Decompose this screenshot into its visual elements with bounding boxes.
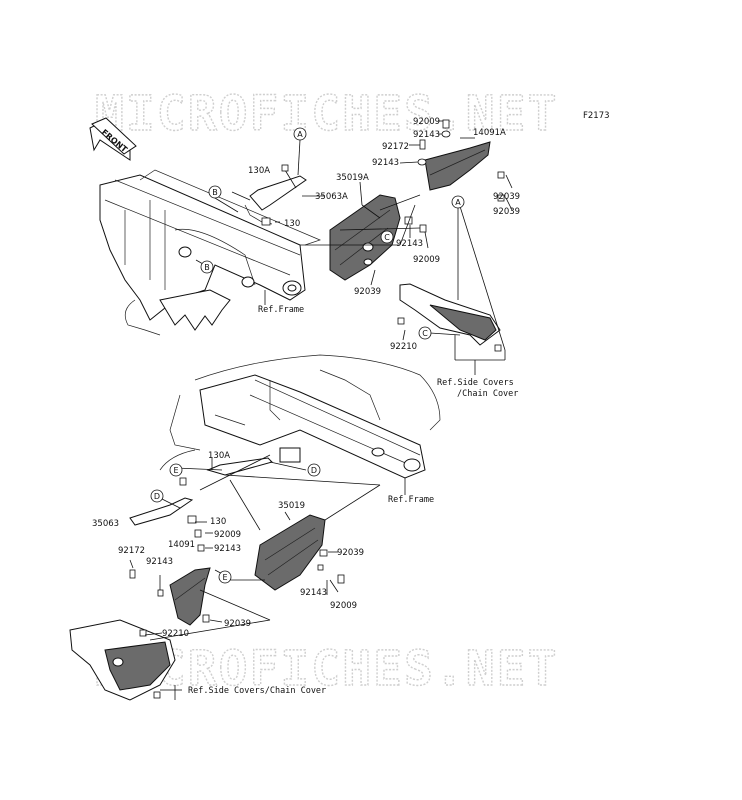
upper-assembly: A B B C A C 130A 35063A 130 35019A 92009… — [99, 117, 520, 399]
part-92143-lower-a: 92143 — [214, 544, 241, 554]
svg-text:D: D — [154, 492, 160, 501]
ref-frame-upper: Ref.Frame — [258, 305, 304, 315]
part-92039-upper-c: 92039 — [354, 287, 381, 297]
callout-e-lower-1: E — [169, 463, 183, 477]
part-92143-lower-b: 92143 — [146, 557, 173, 567]
part-92009-lower-b: 92009 — [330, 601, 357, 611]
callout-c-upper-2: C — [418, 326, 432, 340]
part-14091: 14091 — [168, 540, 195, 550]
ref-frame-lower: Ref.Frame — [388, 495, 434, 505]
callout-a-upper-1: A — [293, 127, 307, 141]
part-92039-lower-b: 92039 — [224, 619, 251, 629]
upper-frame-drawing — [99, 169, 321, 336]
lower-frame-drawing — [159, 354, 441, 479]
part-92143-upper-c: 92143 — [396, 239, 423, 249]
part-130-lower: 130 — [210, 517, 226, 527]
watermark-top: MICROFICHES.NET — [95, 86, 558, 142]
callout-b-upper-2: B — [200, 260, 214, 274]
bracket-35063a-drawing — [244, 164, 307, 226]
svg-text:E: E — [173, 466, 178, 475]
part-14091a: 14091A — [473, 128, 506, 138]
callout-e-lower-2: E — [218, 570, 232, 584]
part-35019a: 35019A — [336, 173, 369, 183]
callout-d-lower-1: D — [150, 489, 164, 503]
svg-text:C: C — [384, 233, 390, 242]
side-cover-lower-drawing — [69, 619, 176, 701]
svg-text:D: D — [311, 466, 317, 475]
figure-code: F2173 — [583, 111, 610, 121]
part-35019: 35019 — [278, 501, 305, 511]
lower-leader-lines — [129, 454, 406, 700]
part-92009-lower-a: 92009 — [214, 530, 241, 540]
cover-35019-drawing — [254, 514, 345, 591]
part-92172-lower: 92172 — [118, 546, 145, 556]
svg-text:C: C — [422, 329, 428, 338]
svg-text:A: A — [455, 198, 461, 207]
svg-text:B: B — [204, 263, 210, 272]
ref-side-covers-upper: Ref.Side Covers — [437, 378, 514, 388]
part-92039-upper-a: 92039 — [493, 192, 520, 202]
upper-leader-lines — [195, 120, 513, 375]
part-92143-lower-c: 92143 — [300, 588, 327, 598]
part-92143-upper-a: 92143 — [413, 130, 440, 140]
cover-35019a-drawing — [329, 194, 427, 281]
svg-text:A: A — [297, 130, 303, 139]
lower-assembly: E D D E 130A 35019 35063 130 92009 14091… — [69, 354, 441, 701]
part-92210-lower: 92210 — [162, 629, 189, 639]
part-35063: 35063 — [92, 519, 119, 529]
side-cover-upper-drawing — [397, 283, 502, 352]
part-130a-upper: 130A — [248, 166, 270, 176]
part-92172-upper: 92172 — [382, 142, 409, 152]
svg-text:E: E — [222, 573, 227, 582]
callout-b-upper-1: B — [208, 185, 222, 199]
svg-text:B: B — [212, 188, 218, 197]
ref-chain-cover-upper: /Chain Cover — [457, 389, 518, 399]
part-130-upper: 130 — [284, 219, 300, 229]
part-92009-upper-b: 92009 — [413, 255, 440, 265]
guard-14091-drawing — [129, 529, 211, 626]
callout-a-upper-2: A — [451, 195, 465, 209]
part-92210-upper: 92210 — [390, 342, 417, 352]
part-130a-lower: 130A — [208, 451, 230, 461]
ref-side-covers-lower: Ref.Side Covers/Chain Cover — [188, 686, 326, 696]
callout-d-lower-2: D — [307, 463, 321, 477]
part-92143-upper-b: 92143 — [372, 158, 399, 168]
part-92009-upper-top: 92009 — [413, 117, 440, 127]
front-arrow-icon: FRONT — [89, 117, 137, 161]
part-35063a: 35063A — [315, 192, 348, 202]
callout-c-upper-1: C — [380, 230, 394, 244]
part-92039-lower-a: 92039 — [337, 548, 364, 558]
part-92039-upper-b: 92039 — [493, 207, 520, 217]
guard-14091a-drawing — [417, 119, 505, 202]
